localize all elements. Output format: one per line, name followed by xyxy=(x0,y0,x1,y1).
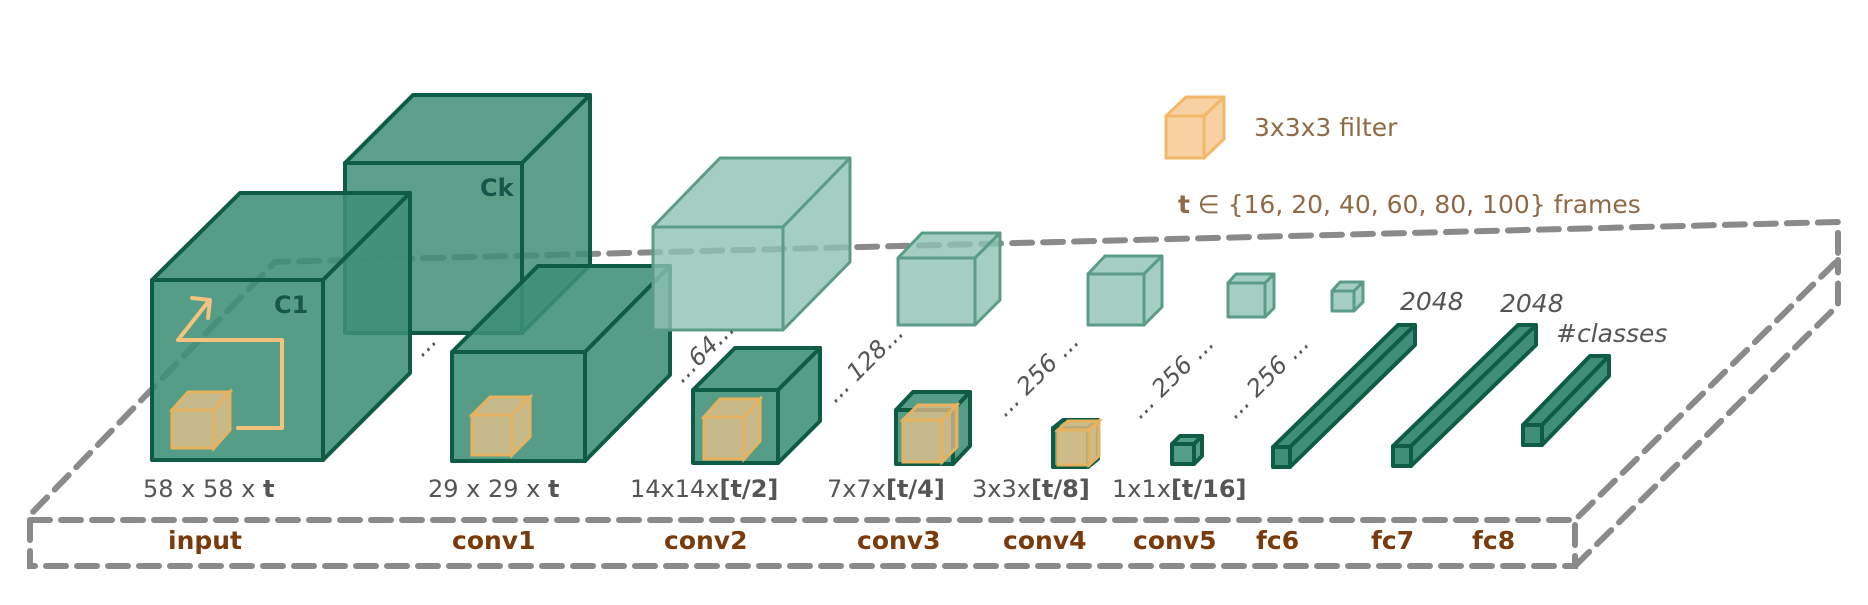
fc7-size: 2048 xyxy=(1500,289,1564,318)
layer-label-conv5: conv5 xyxy=(1133,526,1216,555)
conv3-dimension: 7x7x[t/4] xyxy=(827,475,945,503)
filter-cube-conv1 xyxy=(468,393,534,459)
conv4-light-cube xyxy=(1086,254,1164,327)
layer-label-fc7: fc7 xyxy=(1371,526,1414,555)
fc6-size: 2048 xyxy=(1400,287,1464,316)
conv1-dimension: 29 x 29 x t xyxy=(428,475,559,503)
conv3-light-cube xyxy=(896,231,1002,327)
conv5-channel-count: ... 256 ... xyxy=(1124,329,1219,424)
conv4-channel-count: ... 256 ... xyxy=(989,327,1084,422)
fc-light-cube xyxy=(1330,280,1365,313)
layer-label-input: input xyxy=(168,526,242,555)
layer-label-conv3: conv3 xyxy=(857,526,940,555)
layer-label-fc8: fc8 xyxy=(1472,526,1515,555)
legend-filter-icon xyxy=(1164,95,1226,160)
scan-path-arrow xyxy=(176,296,284,430)
fc7-bar xyxy=(1391,323,1538,468)
platform-front xyxy=(27,517,1578,569)
filter-cube-conv4 xyxy=(1054,417,1103,469)
fc8-size: #classes xyxy=(1556,319,1667,348)
conv5-dark-cube xyxy=(1170,434,1204,466)
conv5-dimension: 1x1x[t/16] xyxy=(1112,475,1247,503)
fc6-channel-count: ... 256 ... xyxy=(1219,329,1314,424)
legend-filter-label: 3x3x3 filter xyxy=(1254,113,1398,142)
layer-label-conv4: conv4 xyxy=(1003,526,1086,555)
input-dimension: 58 x 58 x t xyxy=(143,475,274,503)
fc8-bar xyxy=(1521,354,1611,447)
fc6-bar xyxy=(1271,323,1417,469)
platform-top xyxy=(27,218,1841,523)
c1-label: C1 xyxy=(274,291,308,319)
conv4-dimension: 3x3x[t/8] xyxy=(972,475,1090,503)
platform-side xyxy=(1572,257,1841,569)
platform xyxy=(27,218,1841,569)
conv2-light-cube xyxy=(651,156,852,332)
legend-t-set: t ∈ {16, 20, 40, 60, 80, 100} frames xyxy=(1178,190,1641,219)
filter-cube-conv2 xyxy=(700,395,764,463)
layer-label-conv1: conv1 xyxy=(452,526,535,555)
conv2-dimension: 14x14x[t/2] xyxy=(630,475,778,503)
conv5-light-cube xyxy=(1226,272,1276,319)
filter-cube-input xyxy=(168,388,234,452)
layer-label-fc6: fc6 xyxy=(1256,526,1299,555)
layer-label-conv2: conv2 xyxy=(664,526,747,555)
conv3-channel-count: ... 128... xyxy=(819,318,909,408)
ck-label: Ck xyxy=(480,174,515,202)
filter-cube-conv3 xyxy=(899,401,961,466)
